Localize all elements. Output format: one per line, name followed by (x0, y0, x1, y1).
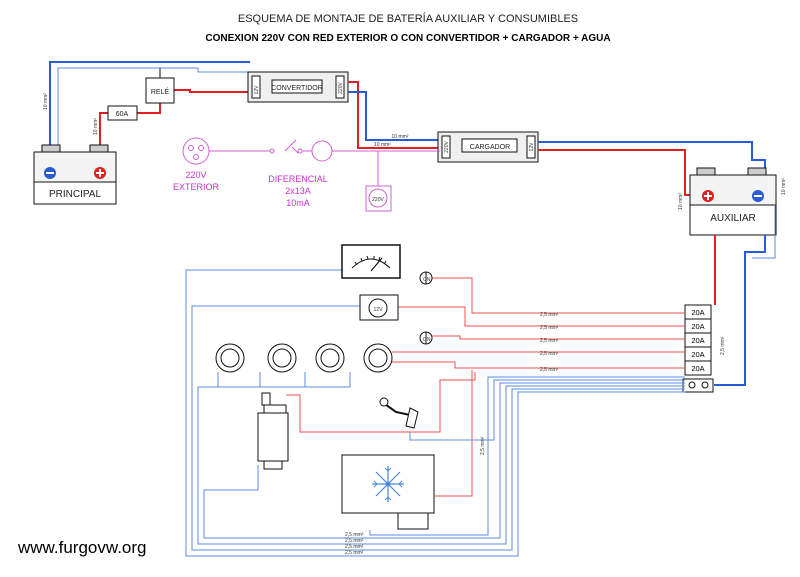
fuse-60a-label: 60A (116, 111, 129, 118)
fuse-60a (107, 105, 138, 121)
diferencial-spec2: 10mA (286, 198, 310, 208)
cargador-in-label: 220V (444, 141, 450, 153)
wire-label-10mm-aux-neg: 10 mm² (781, 178, 787, 195)
light-icon-2 (267, 343, 297, 373)
voltmeter-icon (341, 244, 401, 279)
water-pump-icon (257, 392, 289, 470)
light-icon-1 (215, 343, 245, 373)
cargador-label: CARGADOR (470, 144, 510, 151)
battery-auxiliar-label: AUXILIAR (710, 213, 756, 224)
wire-aux-ground (714, 235, 766, 386)
wire-label-10mm-rele: 10 mm² (43, 93, 49, 110)
wire-label-10mm-cargador2: 10 mm² (374, 142, 391, 148)
toma-12v-label: 12V (374, 307, 384, 313)
wire-label-10mm-cargador: 10 mm² (392, 134, 409, 140)
cargador (437, 131, 539, 163)
wire-label-25mm-a: 2,5 mm² (540, 312, 559, 318)
wire-convertidor-cargador-pos (348, 81, 440, 149)
wire-label-10mm-aux-pos: 10 mm² (678, 193, 684, 210)
watermark: www.furgovw.org (17, 538, 147, 557)
fuse-label-5: 20A (691, 364, 704, 373)
ground-bus (682, 378, 714, 393)
toma-exterior-icon (182, 137, 210, 165)
fuse-label-4: 20A (691, 350, 704, 359)
switch-label-2: ON (423, 337, 431, 343)
light-icon-4 (363, 343, 393, 373)
wire-aux-ground2 (752, 205, 776, 259)
toma-exterior-label: EXTERIOR (173, 182, 220, 192)
toma-exterior-voltage: 220V (185, 170, 206, 180)
switch-icon-2 (419, 331, 433, 345)
wire-cargador-aux-pos (538, 149, 700, 196)
wire-label-25mm-bot4: 2,5 mm² (345, 550, 364, 556)
wire-label-25mm-e: 2,5 mm² (540, 367, 559, 373)
convertidor (247, 71, 349, 103)
rele-box (145, 77, 175, 104)
battery-principal-label: PRINCIPAL (49, 189, 101, 200)
wire-label-25mm-d: 2,5 mm² (540, 351, 559, 357)
light-icon-3 (315, 343, 345, 373)
convertidor-label: CONVERTIDOR (271, 85, 323, 92)
wire-label-25mm-bot1: 2,5 mm² (345, 532, 364, 538)
wire-convertidor-cargador-neg (348, 91, 440, 141)
convertidor-out-label: 220V (338, 82, 344, 94)
diferencial-label: DIFERENCIAL (268, 174, 328, 184)
water-tap-icon (379, 397, 419, 429)
fuse-label-1: 20A (691, 308, 704, 317)
wire-label-25mm-b: 2,5 mm² (540, 325, 559, 331)
fuse-block (682, 304, 714, 393)
fuse-label-3: 20A (691, 336, 704, 345)
battery-principal (33, 144, 117, 205)
wire-label-25mm-bot2: 2,5 mm² (345, 538, 364, 544)
consumer-ground-wires (185, 269, 685, 557)
red-exterior-220v (182, 137, 440, 212)
battery-auxiliar (689, 167, 777, 236)
wire-label-10mm-principal: 10 mm² (93, 118, 99, 135)
wire-label-25mm-c: 2,5 mm² (540, 338, 559, 344)
consumer-positive-wires (286, 277, 685, 497)
rele-label: RELÉ (151, 87, 170, 96)
wire-label-25mm-bot3: 2,5 mm² (345, 544, 364, 550)
cargador-out-label: 12V (529, 142, 535, 152)
switch-label-1: ON (423, 277, 431, 283)
convertidor-in-label: 12V (254, 85, 260, 95)
wire-label-25mm-fridge: 2,5 mm² (480, 436, 486, 455)
wire-label-25mm-vert: 2,5 mm² (720, 336, 726, 355)
fridge-icon (341, 454, 435, 530)
enchufe-220v-label: 220V (372, 197, 384, 203)
diagram-title: ESQUEMA DE MONTAJE DE BATERÍA AUXILIAR Y… (238, 12, 578, 25)
switch-icon-1 (419, 271, 433, 285)
diagram-subtitle: CONEXION 220V CON RED EXTERIOR O CON CON… (205, 33, 610, 44)
main-battery-wiring (49, 61, 250, 148)
diferencial-spec1: 2x13A (285, 186, 311, 196)
fuse-label-2: 20A (691, 322, 704, 331)
enchufe-220v (365, 185, 392, 212)
diferencial-icon (311, 140, 333, 162)
